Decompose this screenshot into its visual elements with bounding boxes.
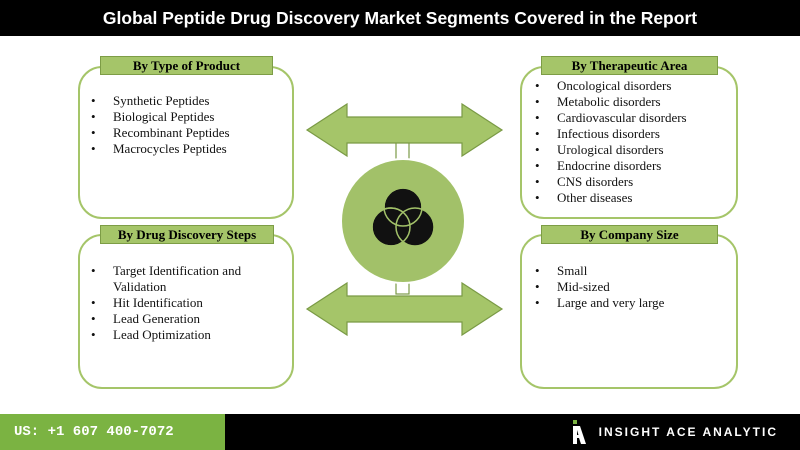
- company-size-panel: [520, 234, 738, 389]
- list-item: Urological disorders: [533, 142, 733, 158]
- list-item: Oncological disorders: [533, 78, 733, 94]
- brand-name: INSIGHT ACE ANALYTIC: [598, 425, 778, 439]
- list-item: Endocrine disorders: [533, 158, 733, 174]
- list-item: Hit Identification: [89, 295, 289, 311]
- list-item: Synthetic Peptides: [89, 93, 289, 109]
- list-item-continuation: Validation: [113, 279, 167, 294]
- therapeutic-area-label: By Therapeutic Area: [541, 56, 718, 75]
- drug-discovery-steps-label: By Drug Discovery Steps: [100, 225, 274, 244]
- list-item: Lead Generation: [89, 311, 289, 327]
- list-item: Mid-sized: [533, 279, 733, 295]
- list-item: Large and very large: [533, 295, 733, 311]
- page-title: Global Peptide Drug Discovery Market Seg…: [0, 0, 800, 36]
- top-double-arrow-icon: [305, 102, 504, 158]
- bottom-double-arrow-icon: [305, 281, 504, 337]
- list-item: Other diseases: [533, 190, 733, 206]
- insight-ace-logo-icon: [572, 420, 586, 444]
- list-item: Lead Optimization: [89, 327, 289, 343]
- company-size-label: By Company Size: [541, 225, 718, 244]
- three-circles-venn-icon: [371, 187, 435, 247]
- drug-discovery-steps-list: Target Identification and Validation Hit…: [89, 263, 289, 343]
- brand-footer: INSIGHT ACE ANALYTIC: [225, 414, 800, 450]
- list-item: CNS disorders: [533, 174, 733, 190]
- list-item: Infectious disorders: [533, 126, 733, 142]
- list-item: Metabolic disorders: [533, 94, 733, 110]
- list-item: Small: [533, 263, 733, 279]
- product-type-list: Synthetic Peptides Biological Peptides R…: [89, 93, 289, 157]
- list-item: Target Identification and: [89, 263, 289, 279]
- list-item: Recombinant Peptides: [89, 125, 289, 141]
- list-item: Macrocycles Peptides: [89, 141, 289, 157]
- contact-phone: US: +1 607 400-7072: [0, 414, 225, 450]
- therapeutic-area-list: Oncological disorders Metabolic disorder…: [533, 78, 733, 206]
- list-item: Biological Peptides: [89, 109, 289, 125]
- company-size-list: Small Mid-sized Large and very large: [533, 263, 733, 311]
- product-type-label: By Type of Product: [100, 56, 273, 75]
- list-item: Cardiovascular disorders: [533, 110, 733, 126]
